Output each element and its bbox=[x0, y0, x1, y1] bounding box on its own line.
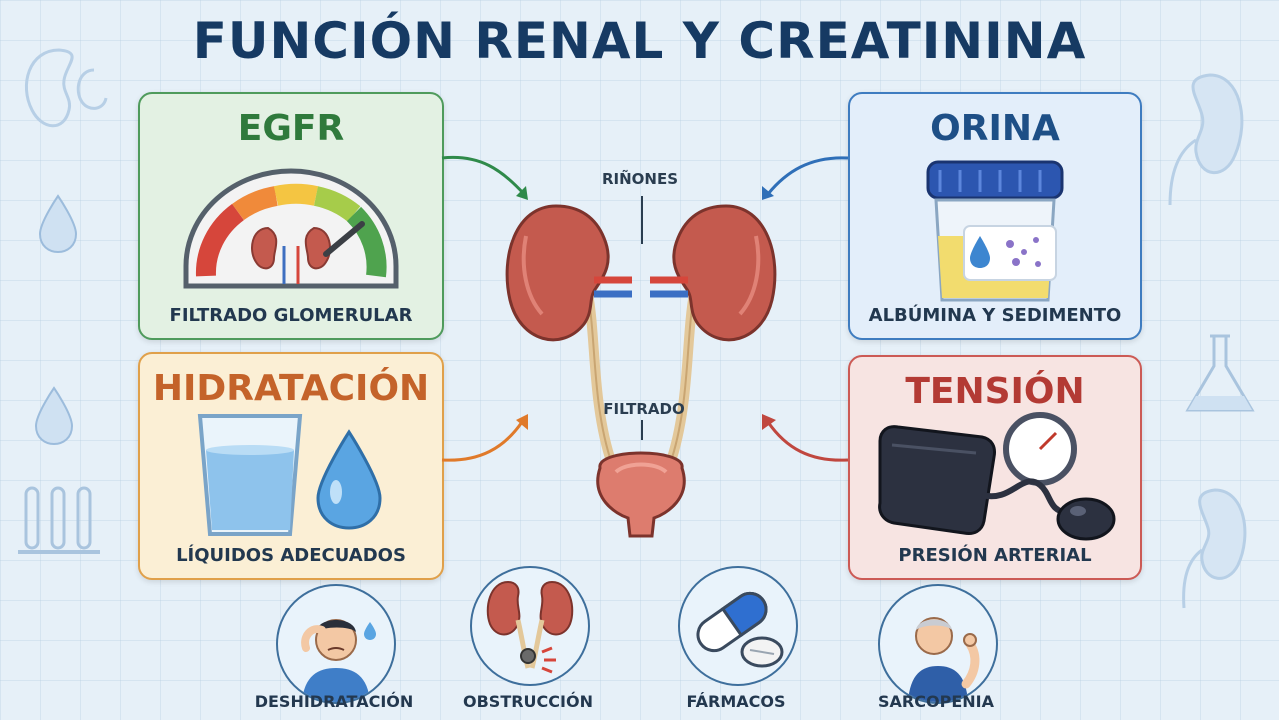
gauge-icon bbox=[183, 168, 399, 289]
hydration-title: HIDRATACIÓN bbox=[152, 368, 430, 409]
arrow-urine-to-kidneys bbox=[762, 156, 849, 200]
dehydrated-person-icon bbox=[301, 619, 376, 702]
blood-pressure-panel: TENSIÓN PRESIÓN ARTERIAL bbox=[848, 355, 1142, 580]
kidney-stone-icon bbox=[486, 580, 574, 674]
background-drop-icon bbox=[38, 194, 78, 254]
hydration-panel: HIDRATACIÓN LÍQUIDOS ADECUADOS bbox=[138, 352, 444, 580]
water-glass-icon bbox=[197, 414, 303, 536]
kidneys-label: RIÑONES bbox=[601, 170, 679, 188]
factor-sarcopenia-label: SARCOPENIA bbox=[878, 692, 994, 711]
urine-panel: ORINA ALBÚMINA Y SEDIMENTO bbox=[848, 92, 1142, 340]
elderly-person-icon bbox=[908, 617, 980, 702]
factor-obstruction bbox=[470, 566, 590, 686]
arrow-hydration-to-kidneys bbox=[441, 414, 528, 462]
factor-dehydration-label: DESHIDRATACIÓN bbox=[254, 692, 414, 711]
factor-dehydration bbox=[276, 584, 396, 704]
urine-caption: ALBÚMINA Y SEDIMENTO bbox=[868, 305, 1122, 326]
water-drop-icon bbox=[316, 429, 382, 530]
background-drop-icon-2 bbox=[34, 386, 74, 446]
arrow-bp-to-kidneys bbox=[762, 414, 849, 462]
background-kidney-icon-right bbox=[1168, 73, 1244, 206]
blood-pressure-cuff-icon bbox=[878, 412, 1116, 541]
factor-obstruction-label: OBSTRUCCIÓN bbox=[463, 692, 593, 711]
blood-pressure-caption: PRESIÓN ARTERIAL bbox=[898, 545, 1092, 566]
urine-cup-icon bbox=[926, 160, 1064, 302]
background-kidney-icon bbox=[24, 48, 108, 128]
factor-drugs-label: FÁRMACOS bbox=[686, 692, 786, 711]
hydration-caption: LÍQUIDOS ADECUADOS bbox=[176, 545, 406, 566]
urine-title: ORINA bbox=[930, 108, 1060, 149]
filtrate-label: FILTRADO bbox=[603, 400, 685, 418]
egfr-caption: FILTRADO GLOMERULAR bbox=[169, 305, 413, 326]
factor-sarcopenia bbox=[878, 584, 998, 704]
egfr-panel: EGFR FILTRADO GLOMERULAR bbox=[138, 92, 444, 340]
arrow-egfr-to-kidneys bbox=[441, 155, 528, 200]
background-test-tubes-icon bbox=[18, 486, 100, 554]
egfr-title: EGFR bbox=[237, 108, 345, 149]
background-kidney-icon-bottom bbox=[1182, 488, 1247, 609]
page-title: FUNCIÓN RENAL Y CREATININA bbox=[192, 12, 1087, 70]
blood-pressure-title: TENSIÓN bbox=[905, 371, 1085, 412]
background-flask-icon bbox=[1185, 334, 1255, 412]
factor-drugs bbox=[678, 566, 798, 686]
pills-icon bbox=[696, 591, 784, 668]
kidneys-bladder-illustration bbox=[505, 196, 777, 538]
